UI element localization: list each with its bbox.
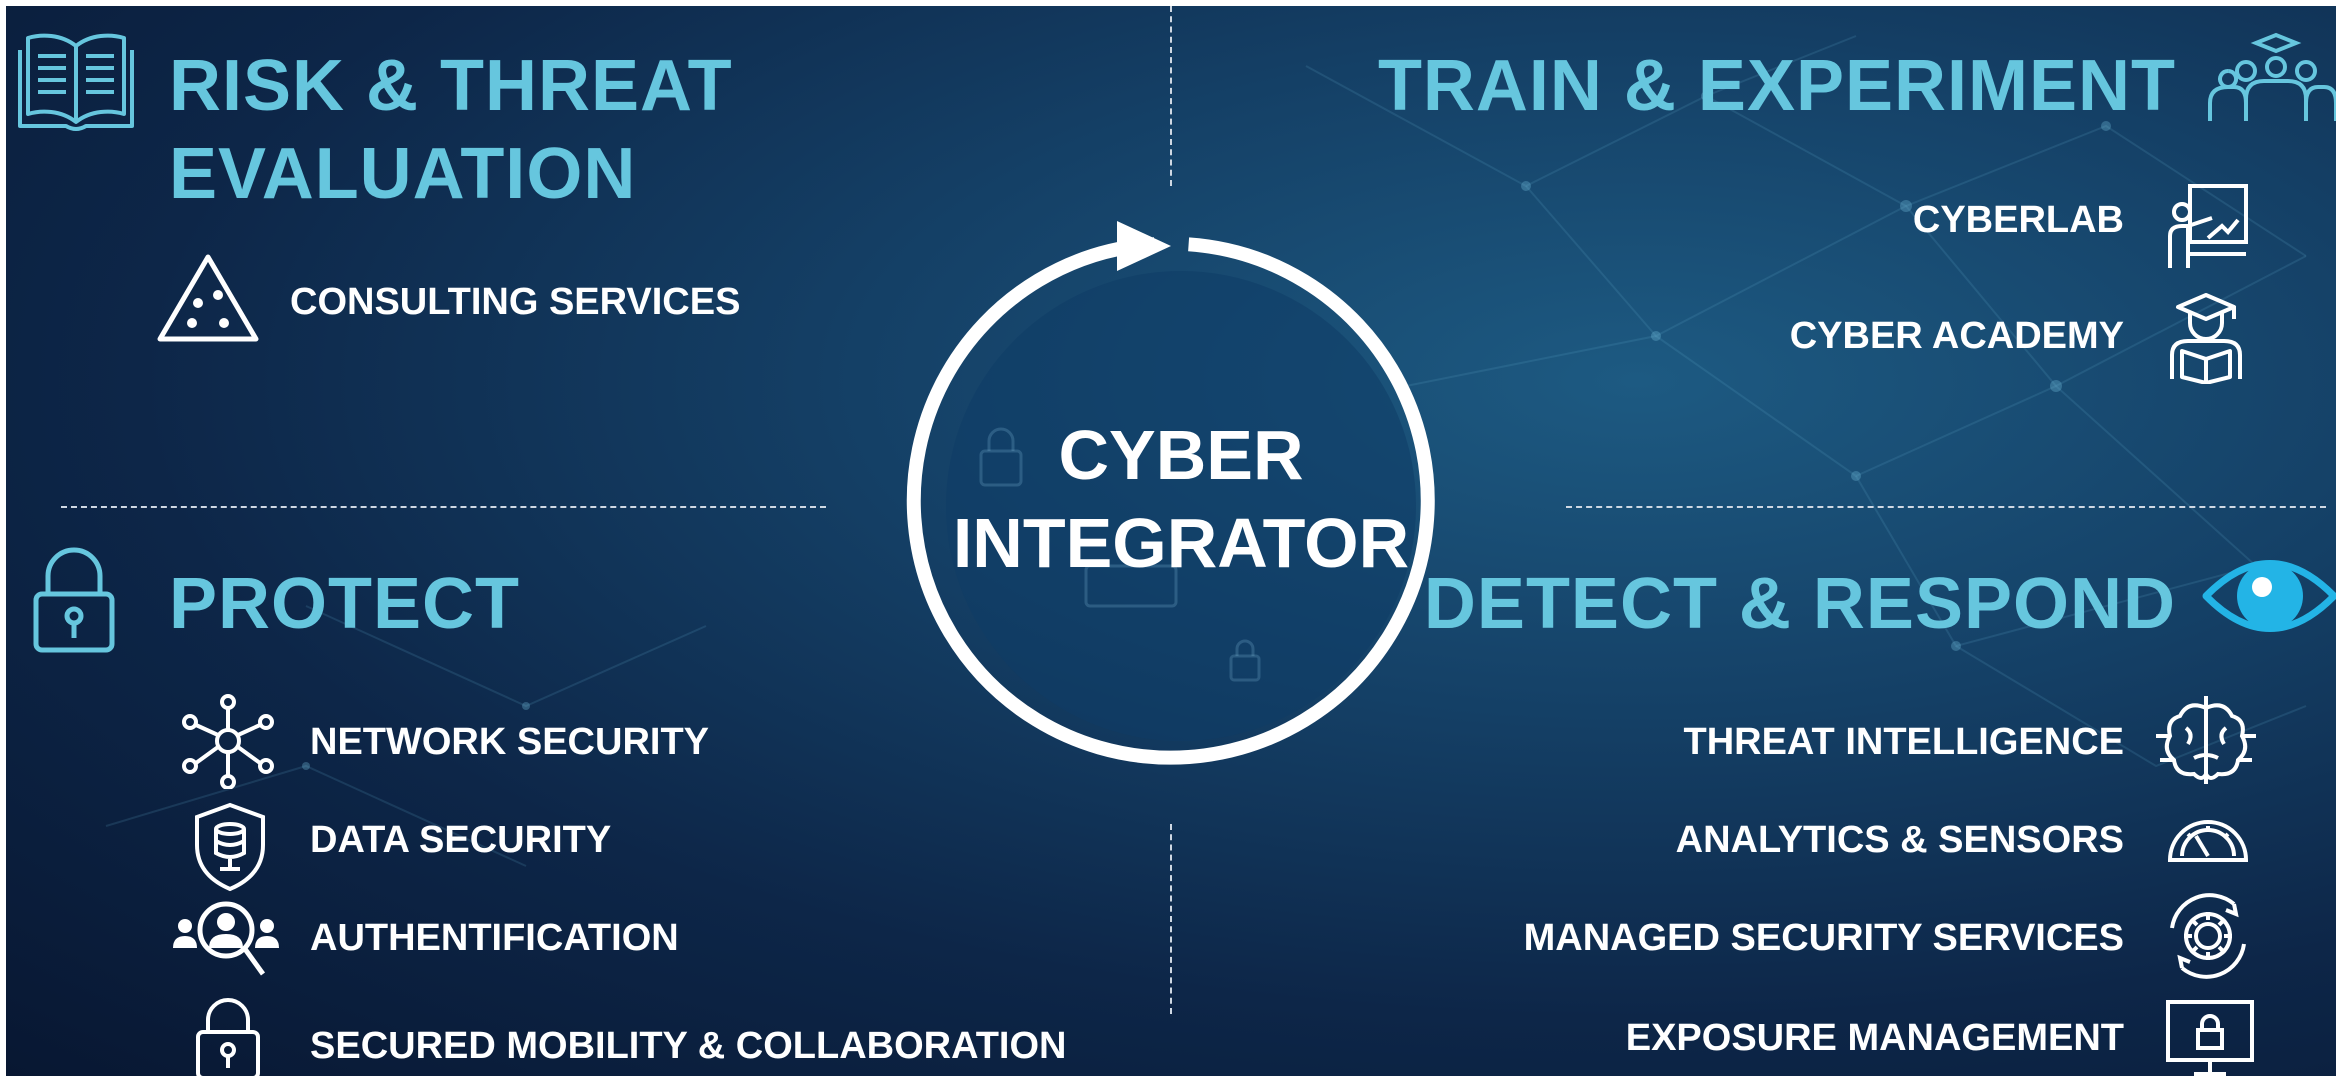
network-security-label: NETWORK SECURITY bbox=[310, 721, 709, 763]
divider-horizontal-right bbox=[1566, 506, 2326, 508]
risk-heading-line2: EVALUATION bbox=[169, 134, 637, 214]
exposure-management-label: EXPOSURE MANAGEMENT bbox=[1625, 1017, 2124, 1059]
gauge-icon bbox=[2167, 820, 2249, 862]
divider-horizontal-left bbox=[61, 506, 826, 508]
padlock-icon bbox=[196, 998, 260, 1076]
cyber-academy-label: CYBER ACADEMY bbox=[1789, 315, 2124, 357]
center-title: CYBER INTEGRATOR bbox=[936, 411, 1426, 587]
classroom-people-icon bbox=[2208, 32, 2336, 121]
open-book-icon bbox=[18, 33, 134, 131]
gear-cycle-icon bbox=[2170, 893, 2246, 979]
cycle-arrow-icon bbox=[906, 221, 1435, 765]
protect-heading: PROTECT bbox=[169, 564, 521, 644]
authentification-label: AUTHENTIFICATION bbox=[310, 917, 679, 959]
student-reading-icon bbox=[2170, 293, 2242, 384]
brain-circuit-icon bbox=[2156, 696, 2256, 784]
secured-mobility-label: SECURED MOBILITY & COLLABORATION bbox=[310, 1025, 1067, 1067]
cyber-integrator-diagram: CYBER INTEGRATOR RISK & THREAT EVALUATIO… bbox=[6, 6, 2336, 1076]
data-security-label: DATA SECURITY bbox=[310, 819, 612, 861]
divider-vertical-top bbox=[1170, 6, 1172, 186]
consulting-services-label: CONSULTING SERVICES bbox=[290, 281, 741, 323]
divider-vertical-bottom bbox=[1170, 824, 1172, 1014]
detect-heading: DETECT & RESPOND bbox=[1423, 564, 2176, 644]
threat-intelligence-label: THREAT INTELLIGENCE bbox=[1683, 721, 2124, 763]
train-heading: TRAIN & EXPERIMENT bbox=[1377, 46, 2176, 126]
analytics-sensors-label: ANALYTICS & SENSORS bbox=[1675, 819, 2124, 861]
center-title-line1: CYBER bbox=[1058, 416, 1304, 494]
triangle-dots-icon bbox=[157, 254, 259, 342]
database-shield-icon bbox=[195, 802, 265, 892]
eye-icon bbox=[2202, 560, 2336, 632]
background-network bbox=[105, 35, 2307, 867]
risk-heading: RISK & THREAT EVALUATION bbox=[169, 42, 733, 218]
cyberlab-label: CYBERLAB bbox=[1912, 199, 2124, 241]
network-nodes-icon bbox=[182, 694, 274, 789]
managed-security-services-label: MANAGED SECURITY SERVICES bbox=[1523, 917, 2124, 959]
user-search-icon bbox=[173, 901, 279, 976]
padlock-icon bbox=[33, 547, 115, 653]
center-title-line2: INTEGRATOR bbox=[952, 504, 1410, 582]
monitor-lock-icon bbox=[2166, 1000, 2254, 1076]
presentation-teacher-icon bbox=[2168, 184, 2248, 268]
risk-heading-line1: RISK & THREAT bbox=[169, 46, 733, 126]
